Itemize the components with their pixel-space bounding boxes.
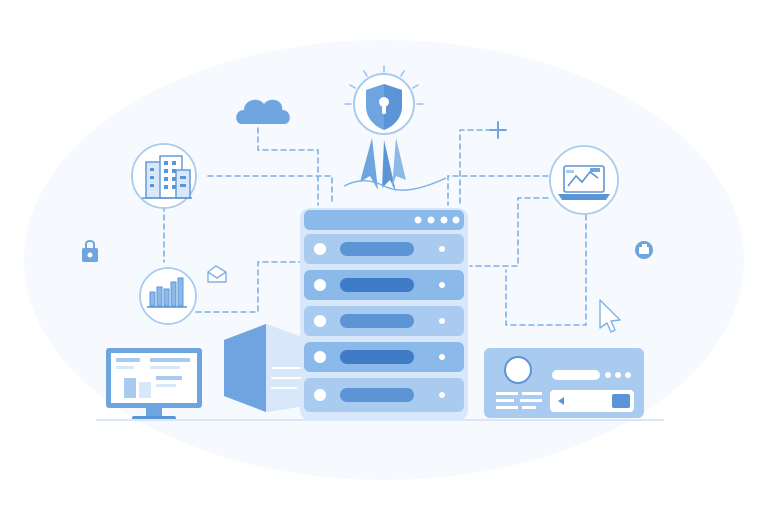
lock-icon [82,240,98,262]
server-unit [304,306,464,336]
control-panel-icon [484,348,644,418]
plus-icon [489,121,507,139]
envelope-icon [207,265,227,283]
connection-lines [163,127,587,326]
cloud-icon [236,99,290,124]
server-unit [304,378,464,412]
server-unit [304,270,464,300]
cursor-icon [599,299,621,333]
shield-lock-icon [344,65,424,135]
wallet-icon [635,241,653,259]
bar-chart-icon [139,267,197,325]
server-rack-icon [300,208,468,420]
laptop-chart-icon [549,145,619,215]
server-unit [304,234,464,264]
building-icon [131,143,197,209]
box-icon [224,324,304,412]
ribbon-icon [343,138,447,192]
server-unit [304,342,464,372]
desktop-monitor-icon [106,348,202,420]
